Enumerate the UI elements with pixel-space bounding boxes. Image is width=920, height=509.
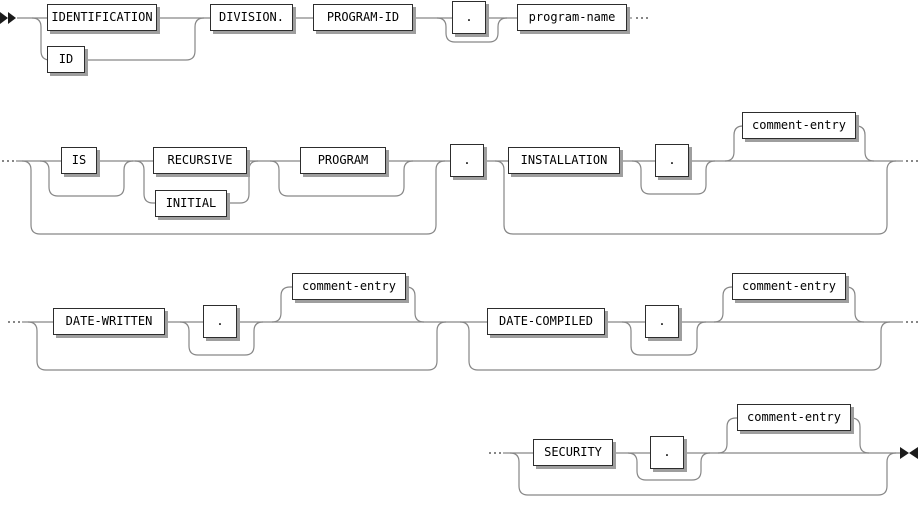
node-comment-entry-date-compiled: comment-entry xyxy=(732,273,846,300)
diagram-start-arrow2-icon xyxy=(8,12,16,24)
node-program: PROGRAM xyxy=(300,147,386,174)
rail-bypass-security-group xyxy=(509,452,897,496)
rail-bypass-period3 xyxy=(631,160,716,195)
node-period-after-date-compiled: . xyxy=(645,305,679,338)
node-security: SECURITY xyxy=(533,439,613,466)
rail-bypass-period5 xyxy=(621,321,707,356)
rail-bypass-installation-group xyxy=(494,160,897,235)
rail-bypass-period1 xyxy=(436,17,508,43)
node-date-compiled: DATE-COMPILED xyxy=(487,308,605,335)
node-period-after-date-written: . xyxy=(203,305,237,338)
rail-bypass-period6 xyxy=(627,452,711,481)
node-period-after-program-clause: . xyxy=(450,144,484,177)
rail-bypass-date-compiled-group xyxy=(459,321,891,371)
node-period-after-security: . xyxy=(650,436,684,469)
rail-bypass-period4 xyxy=(179,321,264,356)
node-initial: INITIAL xyxy=(155,190,227,217)
rail-bypass-program-clause-group xyxy=(21,160,446,235)
diagram-end-arrow-right-icon xyxy=(900,447,909,459)
node-program-name: program-name xyxy=(517,4,627,31)
node-is: IS xyxy=(61,147,97,174)
node-period-after-installation: . xyxy=(655,144,689,177)
rail-bypass-is xyxy=(39,160,134,197)
node-division: DIVISION. xyxy=(210,4,293,31)
node-comment-entry-installation: comment-entry xyxy=(742,112,856,139)
node-period-after-program-id: . xyxy=(452,1,486,34)
rail-bypass-program xyxy=(269,160,414,197)
rail-branch-initial-up xyxy=(227,160,259,204)
node-identification: IDENTIFICATION xyxy=(47,4,157,31)
diagram-end-arrow-left-icon xyxy=(909,447,918,459)
node-recursive: RECURSIVE xyxy=(153,147,247,174)
node-program-id: PROGRAM-ID xyxy=(313,4,413,31)
rail-branch-id-down xyxy=(31,17,51,61)
node-date-written: DATE-WRITTEN xyxy=(53,308,165,335)
node-id: ID xyxy=(47,46,85,73)
node-comment-entry-date-written: comment-entry xyxy=(292,273,406,300)
node-comment-entry-security: comment-entry xyxy=(737,404,851,431)
node-installation: INSTALLATION xyxy=(508,147,620,174)
rail-bypass-date-written-group xyxy=(27,321,447,371)
rail-branch-id-up xyxy=(85,17,205,61)
diagram-start-arrow-icon xyxy=(0,12,8,24)
rail-branch-initial-down xyxy=(134,160,155,204)
